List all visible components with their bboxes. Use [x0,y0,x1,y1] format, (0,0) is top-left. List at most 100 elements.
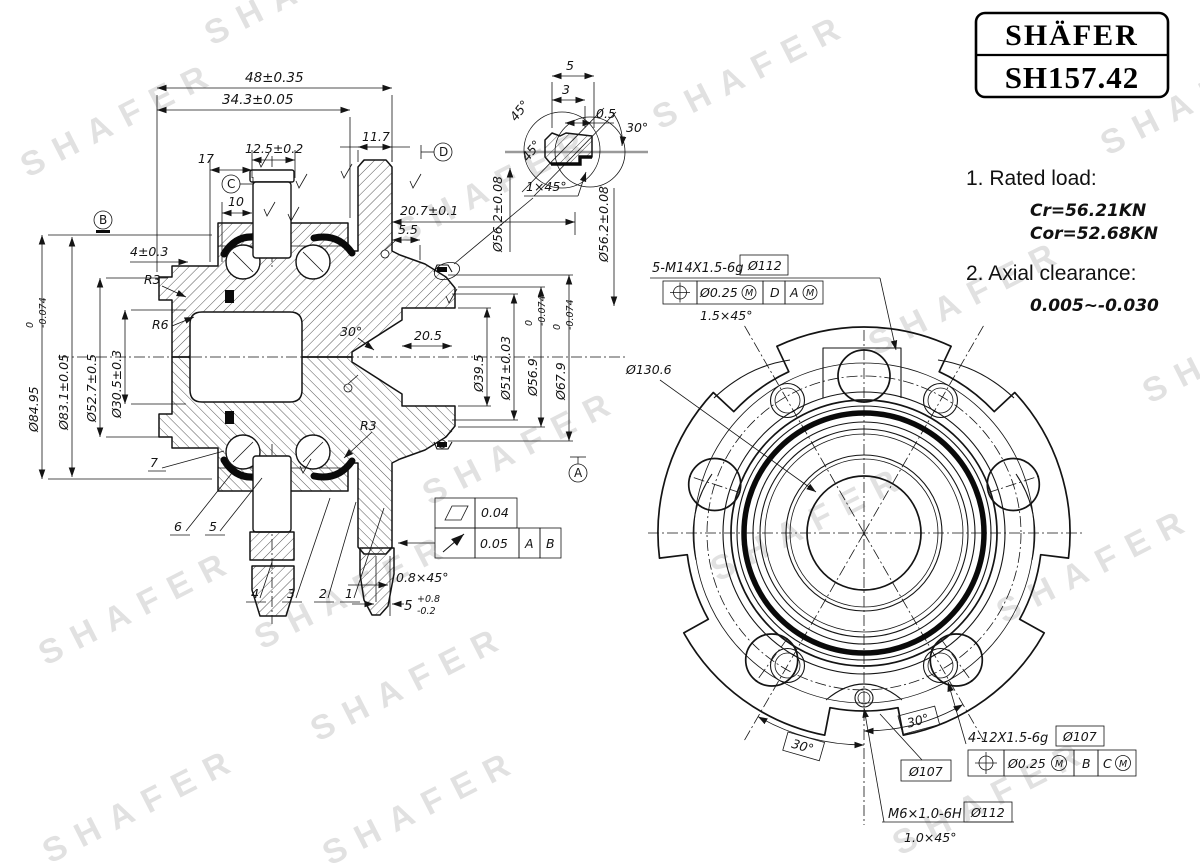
datum-D: D [420,142,453,162]
runout-icon [442,533,465,553]
datum-B: B [93,210,113,233]
dim-label: R3 [144,272,161,287]
dim-label: 5.5 [398,222,418,237]
callout-text: 4-12X1.5-6g [968,731,1048,746]
dim-tol-lower: -0.074 [565,299,576,330]
hub-ring [759,428,969,638]
stud-holes [687,349,1041,687]
service-hole-thread [774,387,801,414]
bolt-circle-dia: Ø112 [970,805,1005,820]
gdt-value: 0.04 [481,505,509,520]
fcf-tolerance: Ø0.25 [699,285,738,300]
datum-letter: D [439,145,448,159]
dim-label: 4±0.3 [130,244,168,259]
fcf-ref2-modifier: M [806,288,814,299]
watermark: SHAFER [32,541,243,674]
front-view: Ø130.6 5-M14X1.5-6g Ø112 Ø0.25 M D A M [625,254,1137,845]
dim-20-7: 20.7±0.1 [392,203,576,235]
angle-label: 30° [790,736,815,757]
fcf-ref1: D [770,285,780,300]
dim-10: 10 [221,194,252,262]
dim-48: 48±0.35 [156,70,393,272]
dim-label: R6 [152,317,169,332]
detail-chamfer: 1×45° [524,171,587,197]
leader-r3a: R3 [144,272,187,298]
wheel-stud-top [252,181,292,259]
part-number: SH157.42 [1005,60,1140,95]
balloon-leaders [148,450,385,603]
watermark: SHAFER [646,5,857,138]
dim-30deg-cone: 30° [340,324,375,351]
fcf-modifier: M [1055,759,1063,770]
notes: 1. Rated load: Cr=56.21KN Cor=52.68KN 2.… [966,167,1159,316]
gdt-ref-a: A [524,536,534,551]
watermark: SHAFER [36,739,247,868]
valley-scoops [692,359,1036,701]
fcf-ref2: A [789,285,799,300]
stud-radial-line [987,475,1041,494]
watermark: SHAFER [316,741,527,868]
service-hole-thread [927,652,954,679]
dim-label: Ø51±0.03 [498,336,513,401]
dim-label: R3 [360,418,377,433]
dim-label: Ø52.7±0.5 [84,354,99,423]
dim-dia30-5: Ø30.5±0.3 [109,309,186,419]
note-rated-load-title: 1. Rated load: [966,167,1097,190]
service-hole [769,382,806,419]
note-cr-value: Cr=56.21KN [1030,201,1146,221]
stud-chamfer: 1.5×45° [700,308,753,323]
bolt-circle-dia: Ø112 [747,258,782,273]
angle-dims: 30° 30° [757,704,964,762]
dim-dia56-2-section: Ø56.2±0.08 [596,186,618,306]
stud-radial-line [687,475,741,494]
note-cor-value: Cor=52.68KN [1030,224,1158,244]
dim-11-7: 11.7 [340,129,410,162]
dim-label: 1×45° [526,179,567,194]
detail-balloon [433,261,461,281]
detail-angle-30: 30° [611,111,648,147]
balloon-1: 1 [345,586,353,601]
datum-letter: A [574,466,583,480]
hub-section-lower-half [159,357,455,554]
hub-ring [789,458,939,608]
dim-label: 3 [562,82,570,97]
leader-r6: R6 [152,316,195,332]
dim-label: 0.5 [596,106,616,121]
balloon-6: 6 [174,519,182,534]
dim-dia84-95: Ø84.95 0 -0.074 [25,234,212,480]
service-holes [769,382,959,684]
watermark: SHAFER [304,617,515,750]
service-hole [769,647,806,684]
bearing-seal-ring [741,410,987,656]
dim-dia51: Ø51±0.03 [452,293,518,421]
flatness-icon [444,505,469,521]
mmc-icon [802,285,818,300]
datum-letter: B [99,213,107,227]
dim-12-5: 12.5±0.2 [245,141,303,178]
dim-tol-lower: -0.2 [417,606,436,617]
balloon-7: 7 [150,455,158,470]
m6-chamfer: 1.0×45° [904,830,957,845]
detail-dim-5: 5 [551,58,595,128]
dim-dia130-6: Ø130.6 [625,362,817,493]
groove-ring [437,267,447,272]
hub-ring [730,399,998,667]
ball-chamfer [302,251,324,273]
detail-seal-edge [551,155,592,166]
dim-label: 10 [228,194,244,209]
dim-5-5: 5.5 [392,222,421,260]
dim-dia67-9: Ø67.9 0 -0.074 [448,274,576,442]
position-icon [670,282,690,303]
fcf-modifier: M [745,288,753,299]
dim-label: Ø56.9 [525,358,540,397]
bolt-circle-dia: Ø107 [1062,729,1097,744]
detail-dia56-2: Ø56.2±0.08 [490,168,514,253]
m6-hole [854,688,874,708]
dim-label: 0.8×45° [396,570,449,585]
dim-tol-lower: -0.074 [537,295,548,326]
bolt-circle-dia: Ø107 [908,764,943,779]
stud-hole [687,457,742,512]
angle-label: 30° [905,710,930,730]
flange-face-circle [693,362,1035,704]
